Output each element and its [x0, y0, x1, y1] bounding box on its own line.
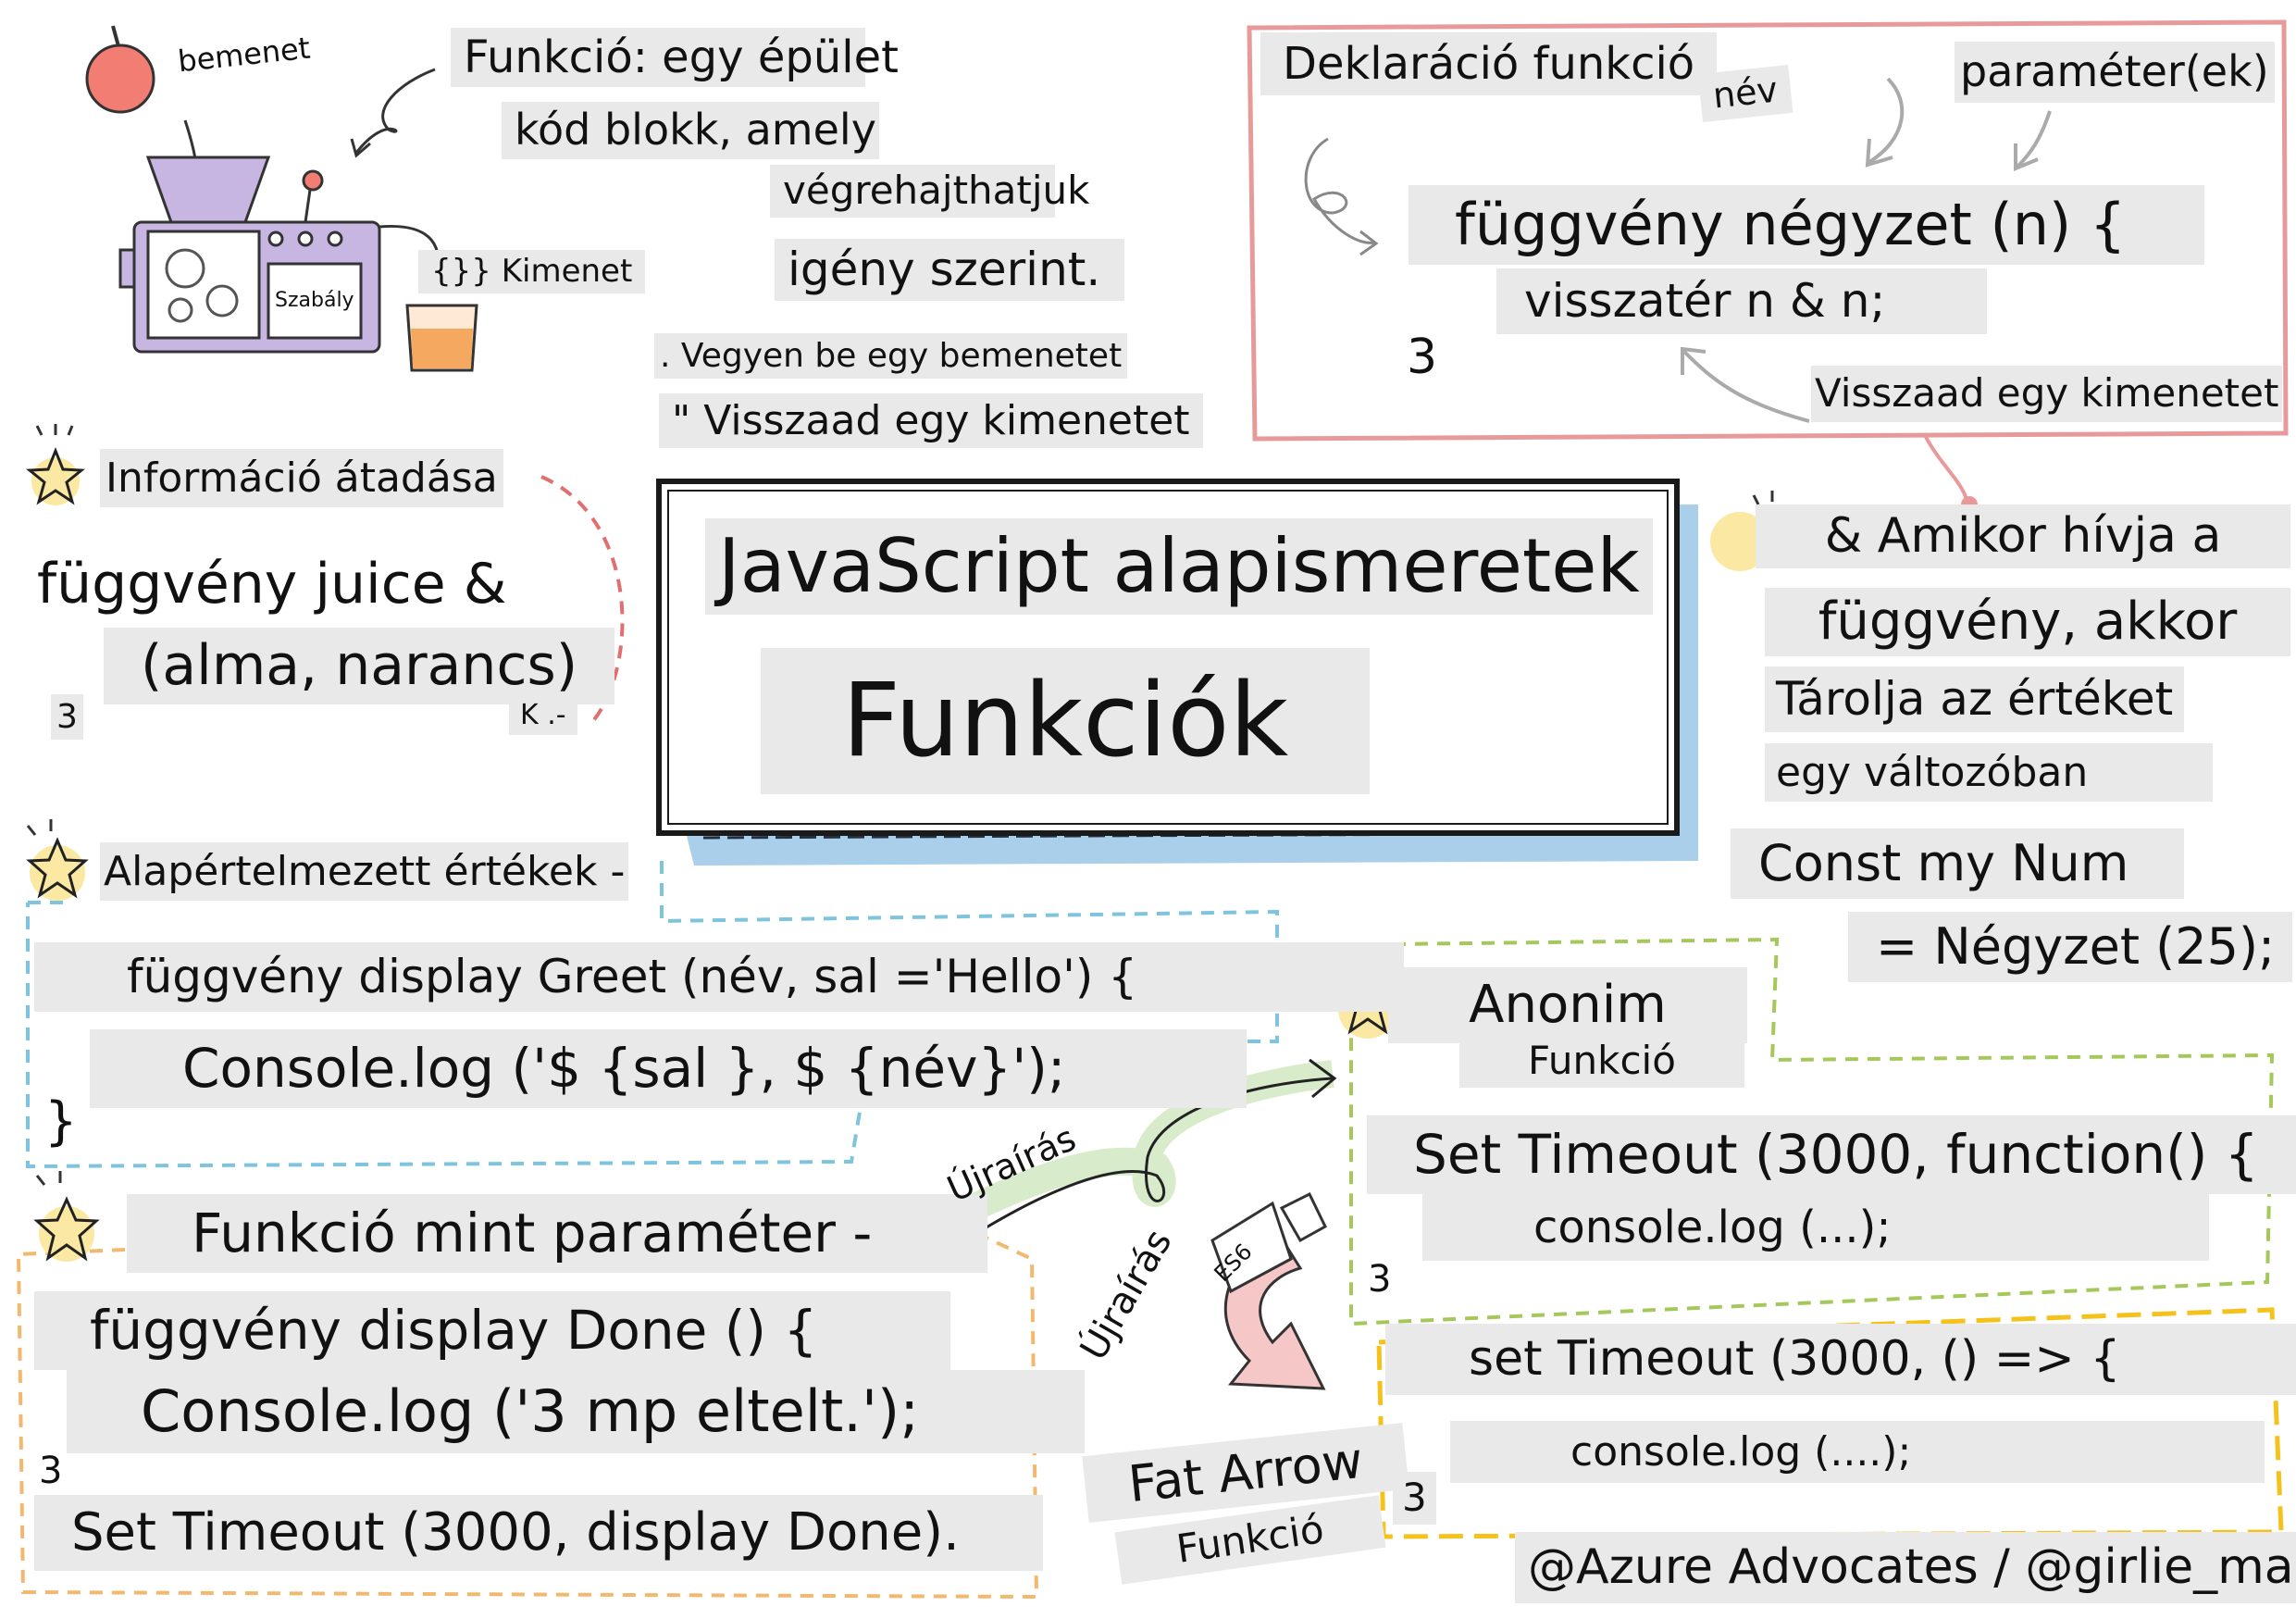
- defaults-heading: Alapértelmezett értékek -: [100, 842, 629, 901]
- declaration-close: 3: [1407, 330, 1438, 385]
- arrow-code: console.log (....);: [1450, 1421, 2265, 1483]
- param-code: függvény display Done () {: [34, 1291, 950, 1370]
- return-arrow-icon: [1682, 350, 1810, 423]
- arrow-code: set Timeout (3000, () => {: [1385, 1324, 2296, 1395]
- anon-code: Set Timeout (3000, function() {: [1367, 1115, 2296, 1194]
- param-arrow-icon: [2016, 110, 2052, 168]
- intro-bullet: " Visszaad egy kimenetet: [659, 393, 1203, 448]
- star-icon: [26, 837, 89, 901]
- param-code: Console.log ('3 mp eltelt.');: [67, 1370, 1085, 1453]
- intro-line: Funkció: egy épület: [451, 28, 899, 87]
- anon-close: 3: [1368, 1258, 1392, 1301]
- declaration-code: visszatér n & n;: [1496, 268, 1987, 334]
- banner-title: JavaScript alapismeretek: [705, 518, 1653, 615]
- calling-line: Tárolja az értéket: [1765, 666, 2185, 732]
- rule-label: Szabály: [275, 289, 354, 312]
- anon-sub: Funkció: [1459, 1035, 1744, 1088]
- anon-code: console.log (...);: [1422, 1194, 2209, 1261]
- intro-bullet: . Vegyen be egy bemenetet: [654, 333, 1128, 379]
- intro-line: igény szerint.: [775, 239, 1124, 301]
- info-close: 3: [51, 694, 83, 740]
- sparkle-icon: [26, 424, 1774, 1186]
- juice-glass-icon: [405, 304, 478, 372]
- output-label: {}} Kimenet: [418, 250, 646, 293]
- info-tail: K .-: [509, 696, 577, 735]
- calling-code: = Négyzet (25);: [1848, 912, 2292, 982]
- apple-icon: [85, 25, 155, 114]
- star-icon: [26, 446, 85, 505]
- declaration-name-label: név: [1697, 65, 1793, 122]
- anon-heading: Anonim: [1388, 967, 1747, 1043]
- intro-line: végrehajthatjuk: [770, 165, 1089, 218]
- declaration-code: függvény négyzet (n) {: [1409, 185, 2204, 265]
- name-arrow-icon: [1868, 77, 1905, 164]
- anon-frame: [1349, 937, 2275, 1326]
- defaults-close: }: [44, 1091, 78, 1152]
- declaration-heading: Deklaráció funkció: [1260, 32, 1718, 95]
- credit: @Azure Advocates / @girlie_mac: [1515, 1532, 2296, 1603]
- param-close: 3: [39, 1450, 63, 1492]
- param-heading: Funkció mint paraméter -: [127, 1194, 987, 1273]
- declaration-connector: [1923, 434, 1968, 501]
- machine-icon: [118, 156, 440, 354]
- curly-arrow-icon: [354, 68, 436, 154]
- declaration-returns: Visszaad egy kimenetet: [1811, 366, 2283, 422]
- param-frame: [16, 1229, 1039, 1600]
- calling-code: Const my Num: [1731, 828, 2184, 899]
- calling-line: egy változóban: [1765, 743, 2213, 802]
- info-heading: Információ átadása: [100, 449, 503, 507]
- banner-subtitle: Funkciók: [761, 648, 1370, 794]
- intro-line: kód blokk, amely: [502, 102, 879, 159]
- defaults-code: függvény display Greet (név, sal ='Hello…: [34, 942, 1404, 1012]
- loop-arrow-icon: [1304, 137, 1375, 244]
- info-code: (alma, narancs): [104, 628, 615, 704]
- calling-line: függvény, akkor: [1765, 588, 2290, 656]
- defaults-frame: [26, 861, 1279, 1169]
- param-code: Set Timeout (3000, display Done).: [34, 1495, 1043, 1571]
- yellow-blob-icon: [1710, 512, 1769, 571]
- calling-line: & Amikor hívja a: [1756, 504, 2290, 568]
- arrow-close: 3: [1393, 1472, 1436, 1525]
- info-code: függvény juice &: [37, 552, 507, 616]
- star-icon: [33, 1196, 100, 1262]
- defaults-code: Console.log ('$ {sal }, $ {név}');: [90, 1029, 1247, 1108]
- declaration-frame: [1247, 19, 2289, 442]
- declaration-param-label: paraméter(ek): [1955, 42, 2275, 103]
